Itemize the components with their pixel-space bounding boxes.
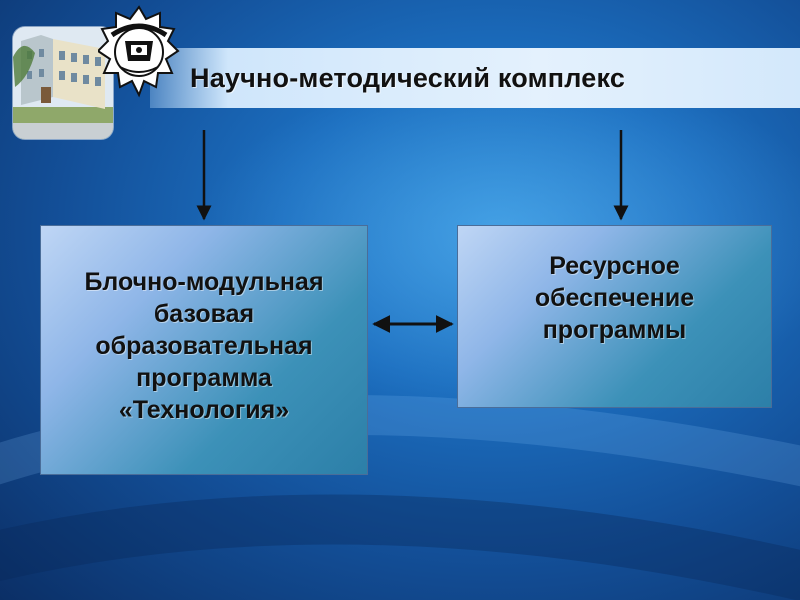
text-line: программы bbox=[535, 314, 694, 346]
module-program-box: Блочно-модульная базовая образовательная… bbox=[40, 225, 368, 475]
module-program-text: Блочно-модульная базовая образовательная… bbox=[84, 266, 323, 426]
text-line: обеспечение bbox=[535, 282, 694, 314]
text-line: образовательная bbox=[84, 330, 323, 362]
text-line: «Технология» bbox=[84, 394, 323, 426]
text-line: Блочно-модульная bbox=[84, 266, 323, 298]
text-line: Ресурсное bbox=[535, 250, 694, 282]
text-line: базовая bbox=[84, 298, 323, 330]
text-line: программа bbox=[84, 362, 323, 394]
resource-support-text: Ресурсное обеспечение программы bbox=[535, 250, 694, 346]
resource-support-box: Ресурсное обеспечение программы bbox=[457, 225, 772, 408]
